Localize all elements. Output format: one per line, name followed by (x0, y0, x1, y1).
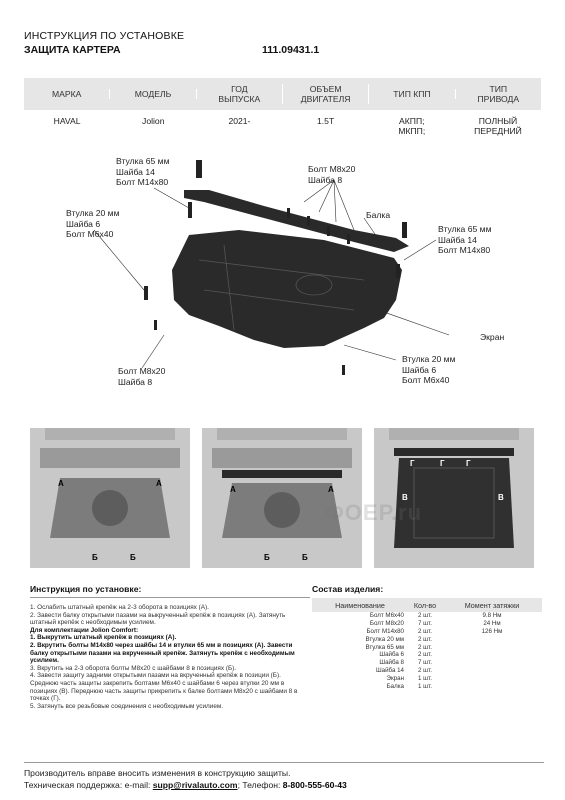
installation-photos: А А Б Б А А Б Б Г Г Г В В (30, 428, 535, 568)
callout-bottom-right: Втулка 20 мм Шайба 6 Болт М6х40 (402, 354, 456, 385)
spec-value-cell: 2021- (228, 116, 251, 126)
kit-title: Состав изделия: (312, 584, 384, 594)
svg-text:Г: Г (466, 459, 471, 468)
support-phone: 8-800-555-60-43 (282, 780, 347, 790)
svg-text:Г: Г (440, 459, 445, 468)
svg-text:Б: Б (302, 553, 308, 562)
fasteners (144, 160, 407, 375)
exploded-diagram: Втулка 65 мм Шайба 14 Болт М14х80 Болт М… (24, 150, 541, 400)
installation-instructions: Инструкция по установке: 1. Ослабить шта… (30, 584, 310, 710)
instruction-step: 2. Вкрутить болты М14х80 через шайбы 14 … (30, 641, 295, 665)
spec-header-cell: МОДЕЛЬ (110, 89, 197, 99)
svg-text:Б: Б (92, 553, 98, 562)
svg-text:А: А (58, 479, 64, 488)
svg-text:А: А (156, 479, 162, 488)
spec-value-row: HAVAL Jolion 2021- 1.5T АКПП; МКПП; ПОЛН… (24, 116, 541, 136)
spec-value-cell: АКПП; МКПП; (398, 116, 426, 136)
svg-text:В: В (402, 493, 408, 502)
photo-step-3: Г Г Г В В (374, 428, 534, 568)
spec-header-cell: МАРКА (24, 89, 111, 99)
kit-header-cell: Кол-во (413, 600, 437, 610)
photo-step-2: А А Б Б (202, 428, 362, 568)
svg-text:Б: Б (264, 553, 270, 562)
footer-support: Техническая поддержка: e-mail: supp@riva… (24, 779, 544, 791)
document-footer: Производитель вправе вносить изменения в… (24, 762, 544, 791)
header-subtitle: ЗАЩИТА КАРТЕРА (24, 44, 121, 56)
kit-header-cell: Наименование (335, 600, 385, 610)
spec-header-cell: ГОД ВЫПУСКА (197, 84, 283, 104)
callout-top-left: Втулка 65 мм Шайба 14 Болт М14х80 (116, 156, 170, 187)
instruction-step: 3. Вкрутить на 2-3 оборота болты М8х20 с… (30, 664, 237, 672)
photo-step-1: А А Б Б (30, 428, 190, 568)
spec-header-cell: ТИП КПП (369, 89, 456, 99)
callout-right: Втулка 65 мм Шайба 14 Болт М14х80 (438, 224, 492, 255)
svg-text:А: А (230, 485, 236, 494)
spec-value-cell: ПОЛНЫЙ ПЕРЕДНИЙ (474, 116, 522, 136)
kit-header-row: Наименование Кол-во Момент затяжки (312, 598, 542, 612)
vehicle-spec-table: МАРКА МОДЕЛЬ ГОД ВЫПУСКА ОБЪЕМ ДВИГАТЕЛЯ… (24, 78, 541, 136)
callout-beam: Балка (366, 210, 391, 220)
divider (24, 762, 544, 763)
instruction-step: 1. Ослабить штатный крепёж на 2-3 оборот… (30, 604, 209, 611)
kit-header-cell: Момент затяжки (464, 600, 520, 610)
watermark: ФОЕР.ru (325, 500, 423, 525)
support-label: Техническая поддержка: e-mail: (24, 780, 153, 790)
phone-label: ; Телефон: (237, 780, 283, 790)
instruction-step: 4. Завести защиту задними открытыми паза… (30, 672, 298, 703)
spec-value-cell: Jolion (142, 116, 165, 126)
spec-value-cell: 1.5T (317, 116, 335, 126)
spec-header-row: МАРКА МОДЕЛЬ ГОД ВЫПУСКА ОБЪЕМ ДВИГАТЕЛЯ… (24, 78, 541, 110)
article-number: 111.09431.1 (262, 44, 320, 56)
callout-bottom-left: Болт М8х20 Шайба 8 (118, 366, 166, 387)
instruction-step: 5. Затянуть все резьбовые соединения с н… (30, 702, 224, 710)
spec-header-cell: ТИП ПРИВОДА (477, 84, 520, 104)
beam-part (184, 190, 409, 252)
svg-text:В: В (498, 493, 504, 502)
callout-screen: Экран (480, 332, 505, 342)
svg-text:А: А (328, 485, 334, 494)
kit-contents: Состав изделия: Наименование Кол-во Моме… (312, 584, 542, 690)
instruction-step: 2. Завести балку открытыми пазами на вык… (30, 611, 286, 627)
divider (30, 597, 310, 598)
svg-text:Г: Г (410, 459, 415, 468)
instruction-step: 1. Выкрутить штатный крепёж в позициях (… (30, 634, 177, 642)
header-title: ИНСТРУКЦИЯ ПО УСТАНОВКЕ (24, 30, 185, 42)
instruction-step: Для комплектации Jolion Comfort: (30, 626, 139, 634)
callout-left: Втулка 20 мм Шайба 6 Болт М6х40 (66, 208, 120, 239)
document-header: ИНСТРУКЦИЯ ПО УСТАНОВКЕ ЗАЩИТА КАРТЕРА (24, 30, 184, 56)
svg-text:Б: Б (130, 553, 136, 562)
support-email-link[interactable]: supp@rivalauto.com (152, 780, 238, 790)
spec-header-cell: ОБЪЕМ ДВИГАТЕЛЯ (283, 84, 370, 104)
callout-top-center: Болт М8х20 Шайба 8 (308, 164, 356, 185)
skid-plate-part (172, 230, 402, 348)
spec-value-cell: HAVAL (53, 116, 81, 126)
diagram-drawing (93, 160, 450, 375)
instructions-title: Инструкция по установке: (30, 584, 142, 594)
footer-disclaimer: Производитель вправе вносить изменения в… (24, 768, 291, 778)
